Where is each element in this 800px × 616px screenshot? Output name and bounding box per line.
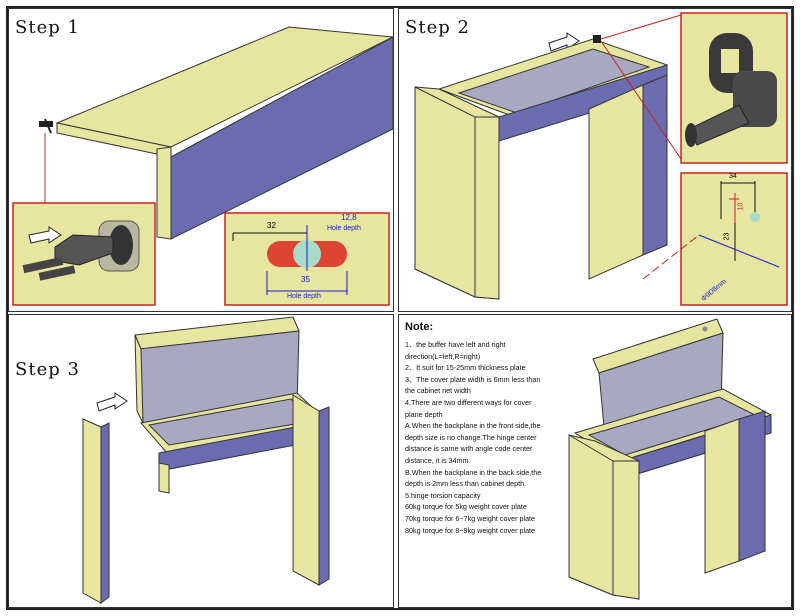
step2-title: Step 2 [405,17,470,38]
note-line: 1、the buffer have left and right [405,340,506,349]
note-line: depth size is no change.The hinge center [405,432,537,442]
width-value: 32 [267,221,276,230]
note-title: Note: [405,321,434,333]
note-panel: Note: 1、the buffer have left and right di… [398,314,792,608]
hardware-inset [12,202,156,306]
step1-panel: Step 1 [8,8,394,312]
note-line: 2、It suit for 15-25mm thickness plate [405,363,526,373]
note-line: direction(L=left,R=right) [405,351,481,361]
note-line: distance, it is 34mm. [405,455,471,465]
step1-title: Step 1 [15,17,80,38]
step2-illustration [414,12,788,306]
arrow-icon [96,392,128,412]
hinge-closeup-inset [680,12,788,164]
note-line: plane depth [405,409,443,419]
step3-panel: Step 3 [8,314,394,608]
note-line: 70kg torque for 6~7kg weight cover plate [405,513,536,523]
note-line: 5.hinge torsion capacity [405,490,481,500]
vertical-value-2: 23 [723,232,731,241]
note-list: 1、the buffer have left and right directio… [405,339,595,536]
step1-illustration [12,26,393,306]
note-line: 3、The cover plate width is 6mm less than [405,374,541,384]
width-value: 34 [729,173,737,180]
hole-depth-bottom-value: 35 [301,275,310,284]
finished-cabinet-illustration [568,318,773,600]
step2-panel: Step 2 [398,8,792,312]
hole-depth-label: Hole depth [327,225,361,232]
note-line: A.When the backplane in the front side,t… [405,421,541,431]
dimension-inset [642,172,788,306]
note-line: distance is same with angle code center [405,444,533,454]
note-line: B.When the backplane in the back side,th… [405,467,542,477]
note-line: 80kg torque for 8~9kg weight cover plate [405,525,536,535]
step3-illustration [82,316,330,604]
note-line: 60kg torque for 5kg weight cover plate [405,502,527,512]
hole-depth-bottom-label: Hole depth [287,293,321,300]
note-line: 4.There are two different ways for cover [405,397,532,407]
hole-depth-inset [224,212,390,306]
step3-title: Step 3 [15,359,80,380]
hole-depth-value: 12,8 [341,213,357,222]
note-line: the cabinet net width [405,386,471,396]
vertical-value-1: 10 [737,202,745,211]
note-line: depth is 2mm less than cabinet depth. [405,479,527,489]
hinge-icon [39,118,53,134]
